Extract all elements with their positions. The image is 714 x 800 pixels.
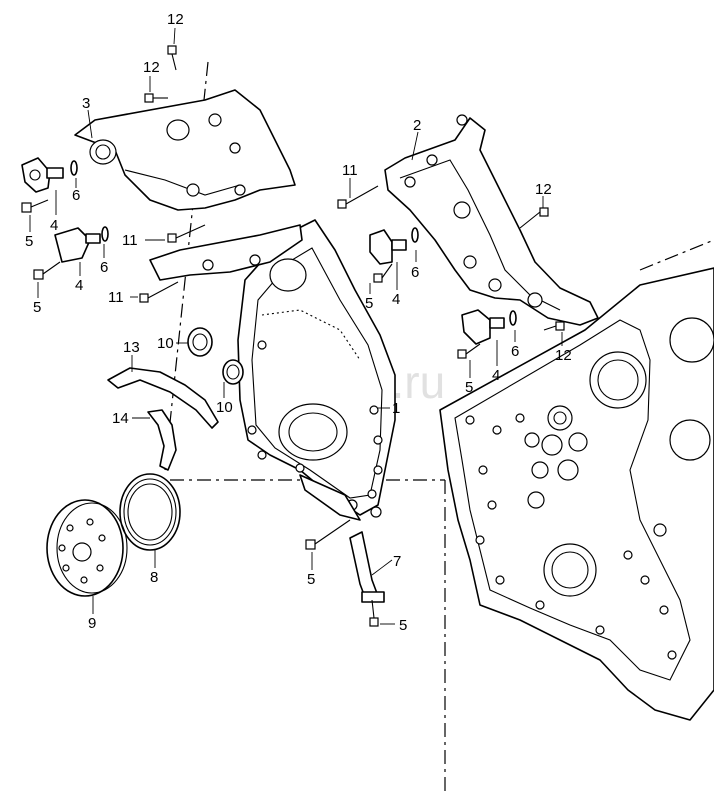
callout-6: 6 xyxy=(511,343,519,360)
callout-1: 1 xyxy=(392,400,400,417)
crankshaft-hub xyxy=(46,499,128,597)
camshaft-sensor-right-lower xyxy=(461,309,505,345)
callout-2: 2 xyxy=(413,117,421,134)
callout-10: 10 xyxy=(157,335,174,352)
callout-9: 9 xyxy=(88,615,96,632)
callout-5: 5 xyxy=(365,295,373,312)
callout-12: 12 xyxy=(535,181,552,198)
callout-5: 5 xyxy=(465,379,473,396)
callout-8: 8 xyxy=(150,569,158,586)
callout-3: 3 xyxy=(82,95,90,112)
callout-4: 4 xyxy=(50,217,58,234)
o-rings xyxy=(70,160,517,326)
timing-cover xyxy=(237,219,396,521)
left-camshaft-bracket xyxy=(74,89,303,281)
callout-13: 13 xyxy=(123,339,140,356)
gasket-14 xyxy=(147,409,177,471)
callout-4: 4 xyxy=(75,277,83,294)
callout-6: 6 xyxy=(72,187,80,204)
camshaft-sensor-top-left xyxy=(21,157,64,193)
camshaft-sensor-right-upper xyxy=(369,229,407,265)
callout-5: 5 xyxy=(25,233,33,250)
callout-12: 12 xyxy=(143,59,160,76)
callout-11: 11 xyxy=(108,289,124,306)
callout-11: 11 xyxy=(342,162,358,179)
tensioner-rail xyxy=(349,531,385,603)
callout-4: 4 xyxy=(492,367,500,384)
camshaft-sensor-mid-left xyxy=(54,227,101,263)
callout-6: 6 xyxy=(100,259,108,276)
callout-6: 6 xyxy=(411,264,419,281)
callout-5: 5 xyxy=(307,571,315,588)
bolts xyxy=(21,45,565,627)
right-camshaft-bracket xyxy=(384,114,599,326)
callout-4: 4 xyxy=(392,291,400,308)
callout-14: 14 xyxy=(112,410,129,427)
callout-10: 10 xyxy=(216,399,233,416)
callout-12: 12 xyxy=(555,347,572,364)
engine-block xyxy=(439,267,714,721)
shaft-seals xyxy=(187,327,244,385)
callout-5: 5 xyxy=(399,617,407,634)
gasket-13 xyxy=(107,367,219,429)
leader-lines xyxy=(29,27,563,625)
callout-labels: 12 12 3 6 4 5 11 6 4 5 11 13 10 10 14 1 … xyxy=(25,11,572,634)
callout-11: 11 xyxy=(122,232,138,249)
crankshaft-seal xyxy=(119,473,181,551)
callout-12: 12 xyxy=(167,11,184,28)
callout-7: 7 xyxy=(393,553,401,570)
callout-5: 5 xyxy=(33,299,41,316)
